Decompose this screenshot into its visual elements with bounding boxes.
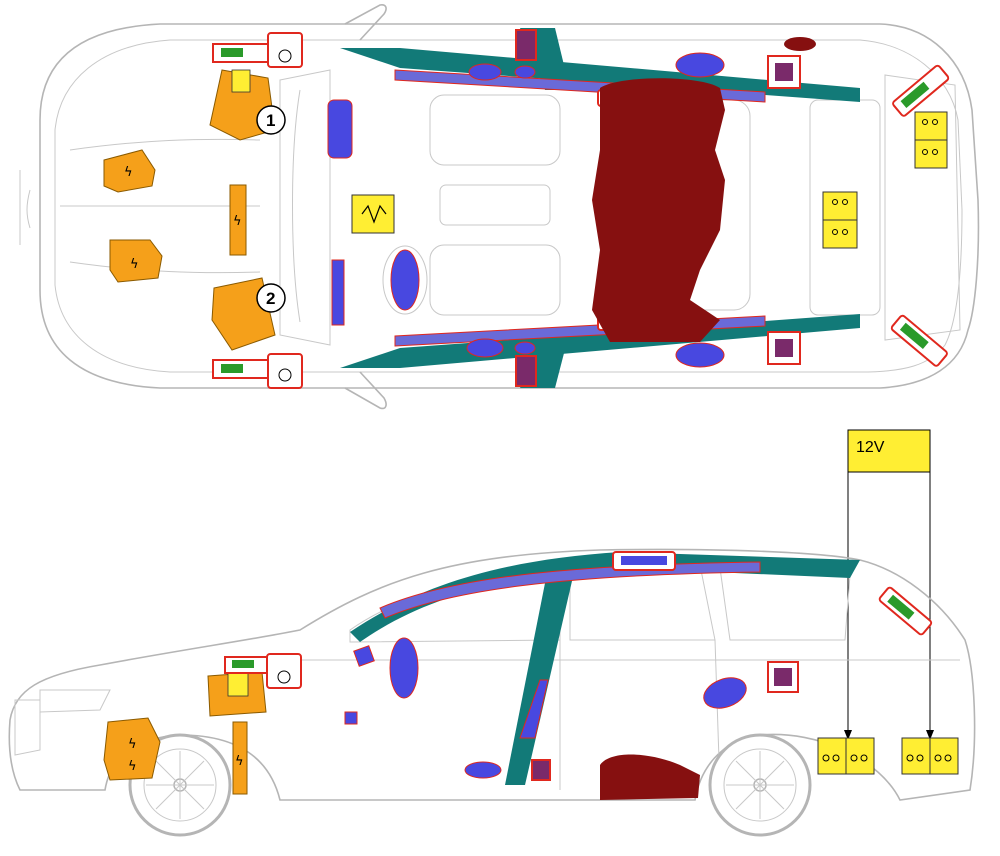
top-view: ϟ ϟ ϟ 1 2 [19,4,980,410]
center-sensor [351,194,395,234]
high-voltage-bolt-icon: ϟ [233,214,242,229]
side-airbag-seat [519,679,549,739]
side-view: 12V [8,429,976,837]
hv-cable: ϟ [229,184,247,256]
side-b-pillar [505,568,575,785]
pretensioner-icon [221,48,243,57]
side-airbag-small [344,711,358,725]
high-voltage-bolt-icon: ϟ [130,257,139,272]
control-unit-bottom-left [515,355,537,387]
hv-component-front-right: ϟ [109,239,163,283]
side-control-unit-floor [531,759,551,781]
side-roof-rail [350,552,860,642]
side-battery-12v-rear [901,737,959,775]
side-hv-component-front: ϟ ϟ [103,717,161,781]
callout-1-label: 1 [266,111,275,130]
side-view-body-outline [8,548,976,801]
hv-component-front-left: ϟ [103,149,156,193]
airbag-knee [331,259,345,326]
high-voltage-bolt-icon: ϟ [128,737,137,752]
callout-1: 1 [256,105,286,135]
rear-seat-unit [592,78,725,342]
voltage-label: 12V [856,439,885,456]
side-hv-cable: ϟ [232,721,248,795]
airbag-front-left-door [468,63,502,81]
battery-12v-trunk-rear [914,111,948,169]
sensor-icon [231,69,251,93]
side-hv-battery [207,671,267,717]
side-airbag-steering [389,637,419,699]
rear-wheel [708,733,812,837]
disconnect-switch-icon [267,353,303,389]
bonnet-pretensioner-left [212,32,303,68]
airbag-rear-left-door [675,52,725,78]
rear-pretensioner-right [890,314,948,367]
battery-12v-trunk-mid [822,191,858,249]
airbag-front-right-door [466,338,504,358]
airbag-driver [390,249,420,311]
side-rear-pretensioner [878,586,933,636]
top-view-body-outline [39,23,980,389]
airbag-rear-right-door [675,342,725,368]
side-airbag-floor [464,761,502,779]
high-voltage-bolt-icon: ϟ [128,759,137,774]
side-airbag-knee [353,645,375,667]
callout-2-label: 2 [266,289,275,308]
sensor-icon [227,671,249,697]
voltage-label-box: 12V [844,429,934,740]
rear-pretensioner-left [892,64,950,117]
side-bonnet-pretensioner [224,653,302,689]
high-voltage-bolt-icon: ϟ [124,165,133,180]
side-curtain-airbag [379,561,761,619]
control-unit-top-left [515,29,537,61]
pretensioner-icon [221,364,243,373]
side-battery-12v-mid [817,737,875,775]
sensor-icon [361,204,387,224]
high-voltage-bolt-icon: ϟ [235,754,244,769]
side-rear-seat-unit [600,754,700,800]
airbag-passenger [327,99,353,159]
roof-rail-left [340,48,860,102]
callout-2: 2 [256,283,286,313]
bonnet-pretensioner-right [212,353,303,389]
side-airbag-rear-door [703,677,747,709]
